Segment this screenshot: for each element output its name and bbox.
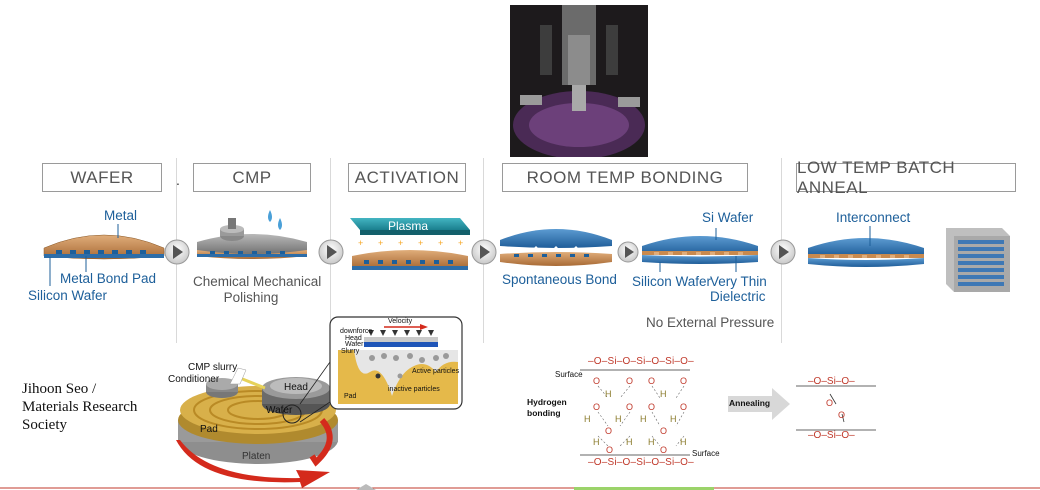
bottom-decor	[0, 484, 1040, 490]
pad-label: Pad	[200, 424, 218, 435]
oxygen-atom: O	[680, 376, 688, 386]
cmp-label-line2: Polishing	[223, 290, 279, 305]
bonding-chemistry-diagram	[580, 369, 876, 456]
credit-line2: Materials Research	[22, 399, 138, 415]
wafer-machine-label: Wafer	[266, 405, 293, 416]
credit-line1: Jihoon Seo /	[22, 381, 97, 397]
oxygen-atom: O	[626, 402, 634, 412]
bonded-wafer-illustration	[642, 228, 758, 272]
silicon-wafer-label: Silicon Wafer	[28, 288, 108, 303]
next-arrow-icon	[617, 241, 639, 263]
spontaneous-bond-label: Spontaneous Bond	[502, 272, 617, 287]
hydrogen-atom: H	[670, 414, 677, 424]
spontaneous-bond-illustration	[500, 229, 612, 266]
result-top-chain: –O–Si–O–	[808, 376, 855, 387]
oxygen-atom: O	[838, 410, 846, 420]
active-particles-label: Active particles	[412, 368, 460, 375]
wafer-illustration	[43, 224, 165, 286]
oxygen-atom: O	[826, 398, 834, 408]
oxygen-atom: O	[593, 402, 601, 412]
inset-head-label: Head	[345, 335, 362, 342]
no-external-pressure-label: No External Pressure	[646, 315, 775, 330]
oxygen-atom: O	[626, 376, 634, 386]
cmp-label-line1: Chemical Mechanical	[193, 274, 322, 289]
very-thin-label: Very Thin	[710, 274, 767, 289]
stage-cmp: CMP	[193, 163, 311, 192]
credit-text: Jihoon Seo / Materials Research Society	[22, 380, 137, 434]
bottom-silanol-chain: –O–Si–O–Si–O–Si–O–	[588, 457, 694, 468]
oxygen-atom: O	[680, 402, 688, 412]
si-wafer-label: Si Wafer	[702, 210, 754, 225]
next-arrow-icon	[318, 239, 344, 265]
inset-slurry-label: Slurry	[341, 348, 360, 355]
svg-text:+: +	[458, 238, 463, 248]
hydrogen-bond-lines	[597, 385, 685, 447]
bonder-photo	[510, 5, 648, 157]
cmp-slurry-label: CMP slurry	[188, 362, 238, 373]
activation-illustration: + + + + + +	[350, 218, 470, 270]
svg-text:+: +	[358, 238, 363, 248]
next-arrow-icon	[164, 239, 190, 265]
metal-label: Metal	[104, 208, 138, 223]
head-label: Head	[284, 382, 308, 393]
surface-top-label: Surface	[555, 370, 583, 379]
credit-line3: Society	[22, 417, 67, 433]
downforce-label: downforce	[340, 328, 373, 335]
oxygen-atom: O	[605, 426, 613, 436]
oxygen-atom: O	[593, 376, 601, 386]
hydrogen-atom: H	[648, 437, 655, 447]
stage-room-temp-bonding: ROOM TEMP BONDING	[502, 163, 748, 192]
hydrogen-atom: H	[626, 437, 633, 447]
metal-bond-pad-label: Metal Bond Pad	[60, 271, 157, 286]
oxygen-atom: O	[648, 402, 656, 412]
hydrogen-atom: H	[605, 389, 612, 399]
next-arrow-icon	[471, 239, 497, 265]
bonder-photo-art	[510, 5, 648, 157]
svg-text:+: +	[398, 238, 403, 248]
dielectric-label: Dielectric	[710, 289, 766, 304]
hydrogen-atom: H	[680, 437, 687, 447]
velocity-label: Velocity	[388, 318, 413, 325]
oxygen-atom: O	[660, 445, 668, 455]
hydrogen-atom: H	[640, 414, 647, 424]
cmp-inset-illustration	[329, 316, 463, 410]
annealing-label: Annealing	[729, 398, 771, 408]
batch-furnace-rack-icon	[946, 228, 1010, 292]
svg-text:+: +	[438, 238, 443, 248]
annealing-arrow-icon	[728, 388, 790, 420]
cmp-illustration	[197, 210, 307, 259]
hydrogen-label-line1: Hydrogen	[527, 397, 567, 407]
hydrogen-label-line2: bonding	[527, 408, 561, 418]
plasma-label: Plasma	[388, 219, 429, 233]
surface-bottom-label: Surface	[692, 449, 720, 458]
cmp-machine-illustration	[176, 361, 391, 488]
stage-activation: ACTIVATION	[348, 163, 466, 192]
hydrogen-atom: H	[660, 389, 667, 399]
stage-wafer: WAFER	[42, 163, 162, 192]
conditioner-label: Conditioner	[168, 374, 220, 385]
oxygen-atom: O	[648, 376, 656, 386]
oxygen-atom: O	[606, 445, 614, 455]
interconnect-label: Interconnect	[836, 210, 911, 225]
hydrogen-atom: H	[615, 414, 622, 424]
hydrogen-atom: H	[584, 414, 591, 424]
annealed-wafer-illustration	[808, 226, 924, 267]
inactive-particles-label: inactive particles	[388, 386, 440, 393]
hydrogen-atom: H	[593, 437, 600, 447]
inset-wafer-label: Wafer	[345, 341, 364, 348]
platen-label: Platen	[242, 451, 271, 462]
svg-text:+: +	[378, 238, 383, 248]
next-arrow-icon	[770, 239, 796, 265]
stage-low-temp-batch-anneal: LOW TEMP BATCH ANNEAL	[796, 158, 1016, 197]
top-silanol-chain: –O–Si–O–Si–O–Si–O–	[588, 356, 694, 367]
result-bottom-chain: –O–Si–O–	[808, 430, 855, 441]
svg-text:+: +	[418, 238, 423, 248]
inset-pad-label: Pad	[344, 393, 357, 400]
oxygen-atom: O	[660, 426, 668, 436]
stage-dot: .	[176, 172, 180, 188]
bonding-silicon-wafer-label: Silicon Wafer	[632, 274, 712, 289]
